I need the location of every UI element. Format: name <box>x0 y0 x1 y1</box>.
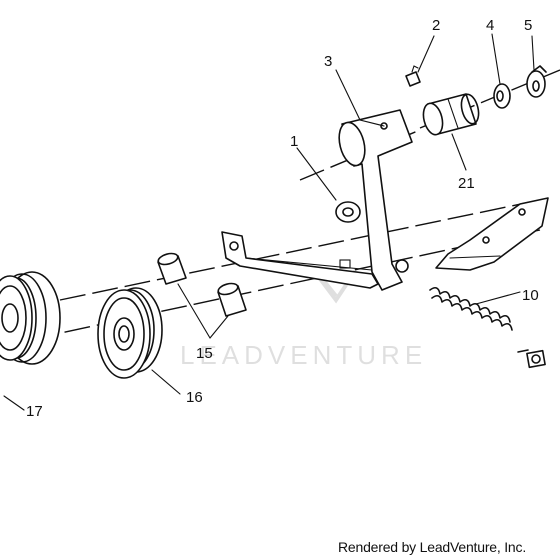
label-17: 17 <box>26 403 43 420</box>
callout-labels: 1 2 3 4 5 10 15 16 17 21 <box>26 17 539 420</box>
carriage-bolt <box>517 349 546 369</box>
credit-text: Rendered by LeadVenture, Inc. <box>338 539 527 555</box>
idler-bracket <box>221 231 379 289</box>
label-16: 16 <box>186 389 203 406</box>
pulley-16 <box>97 287 163 379</box>
e-clip-5 <box>526 65 547 98</box>
label-4: 4 <box>486 17 494 34</box>
nut-1 <box>335 201 361 223</box>
label-21: 21 <box>458 175 475 192</box>
right-bracket <box>435 197 549 271</box>
pulley-17 <box>0 271 61 365</box>
label-1: 1 <box>290 133 298 150</box>
leadventure-watermark: LEADVENTURE <box>180 266 427 370</box>
spacer-15-lower <box>217 282 247 317</box>
label-2: 2 <box>432 17 440 34</box>
watermark-text: LEADVENTURE <box>180 340 427 370</box>
leader-lines <box>3 33 535 411</box>
idler-arm-3 <box>338 109 413 291</box>
label-5: 5 <box>524 17 532 34</box>
label-10: 10 <box>522 287 539 304</box>
grease-fitting-2 <box>405 65 421 87</box>
washer-4 <box>493 83 511 109</box>
spring-10 <box>429 286 513 331</box>
bushing-21 <box>422 93 480 136</box>
label-15: 15 <box>196 345 213 362</box>
spacer-15-upper <box>157 252 187 285</box>
label-3: 3 <box>324 53 332 70</box>
